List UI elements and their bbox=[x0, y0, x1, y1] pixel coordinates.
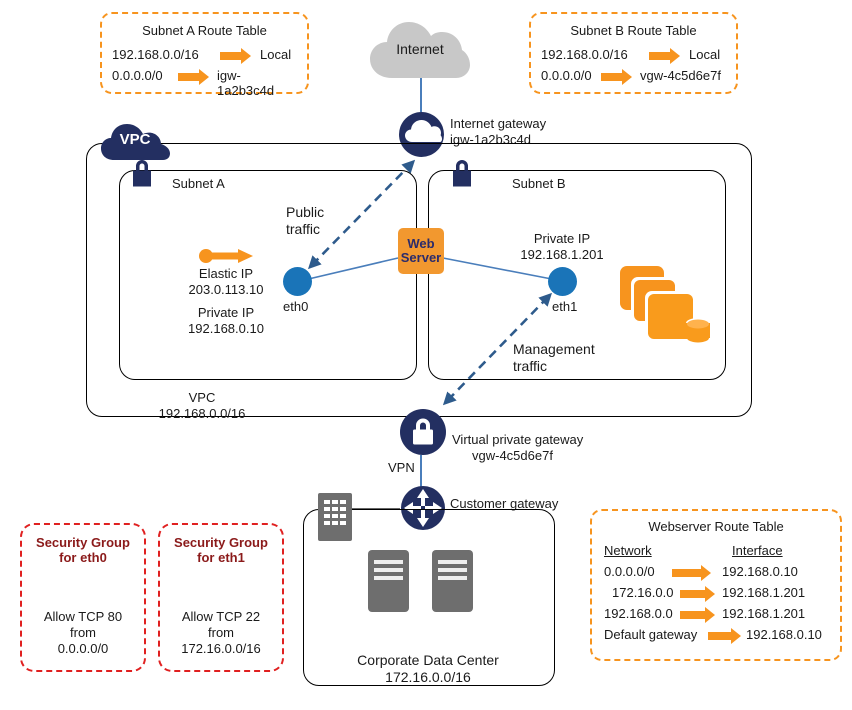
arrow-icon bbox=[680, 607, 715, 623]
vpn-gateway-label-line1: Virtual private gateway bbox=[452, 432, 584, 447]
data-center-label-line1: Corporate Data Center bbox=[357, 652, 499, 668]
data-center-label-line2: 172.16.0.0/16 bbox=[385, 669, 471, 685]
customer-gateway-label: Customer gateway bbox=[450, 496, 559, 511]
table-row: Default gateway 192.168.0.10 bbox=[604, 626, 828, 647]
route-network: 0.0.0.0/0 bbox=[112, 68, 163, 83]
vpn-gateway-label-line2: vgw-4c5d6e7f bbox=[472, 448, 553, 463]
subnet-b-private-ip-label: Private IP bbox=[533, 231, 591, 246]
table-row: 172.16.0.0 192.168.1.201 bbox=[604, 584, 828, 605]
data-center-container bbox=[303, 509, 555, 686]
public-traffic-label-line1: Public bbox=[286, 204, 325, 220]
virtual-private-gateway-icon bbox=[400, 409, 446, 455]
arrow-icon bbox=[178, 69, 209, 85]
subnet-b-container bbox=[428, 170, 726, 380]
elastic-ip-value: 203.0.113.10 bbox=[188, 282, 264, 297]
subnet-a-container bbox=[119, 170, 417, 380]
server-rack-right-icon bbox=[432, 550, 473, 612]
web-server-label-line2: Server bbox=[400, 250, 442, 265]
subnet-b-route-table-title: Subnet B Route Table bbox=[570, 23, 697, 38]
management-traffic-label-line2: traffic bbox=[513, 358, 547, 374]
route-target: 192.168.0.10 bbox=[746, 627, 822, 642]
table-row: 0.0.0.0/0 192.168.0.10 bbox=[604, 563, 828, 584]
route-target: 192.168.0.10 bbox=[722, 564, 798, 579]
security-group-eth0: Security Group for eth0 Allow TCP 80 fro… bbox=[20, 523, 146, 672]
column-header-interface: Interface bbox=[732, 543, 783, 558]
table-row: 192.168.0.0 192.168.1.201 bbox=[604, 605, 828, 626]
office-building-icon bbox=[318, 493, 352, 541]
subnet-a-route-table: Subnet A Route Table 192.168.0.0/16 Loca… bbox=[100, 12, 309, 98]
route-network: 192.168.0.0/16 bbox=[112, 47, 199, 62]
table-row: 192.168.0.0/16 Local bbox=[112, 46, 297, 67]
arrow-icon bbox=[680, 586, 715, 602]
route-network: 0.0.0.0/0 bbox=[604, 564, 655, 579]
internet-cloud: Internet bbox=[368, 18, 472, 80]
security-group-eth1-title-line2: for eth1 bbox=[197, 550, 245, 565]
webserver-route-table: Webserver Route Table Network Interface … bbox=[590, 509, 842, 661]
eth0-label: eth0 bbox=[283, 299, 309, 314]
vpn-label: VPN bbox=[388, 460, 415, 475]
table-row: 0.0.0.0/0 igw-1a2b3c4d bbox=[112, 67, 297, 98]
subnet-a-title: Subnet A bbox=[172, 176, 225, 191]
arrow-icon bbox=[708, 628, 741, 644]
route-network: 0.0.0.0/0 bbox=[541, 68, 592, 83]
arrow-icon bbox=[649, 48, 680, 64]
route-target: Local bbox=[689, 47, 721, 62]
vpc-label-line2: 192.168.0.0/16 bbox=[158, 406, 246, 421]
table-header-row: Network Interface bbox=[604, 542, 828, 563]
eth1-node[interactable] bbox=[548, 267, 577, 296]
server-rack-left-icon bbox=[368, 550, 409, 612]
security-group-eth0-body-line3: 0.0.0.0/0 bbox=[57, 641, 109, 656]
security-group-eth0-body-line2: from bbox=[70, 625, 96, 640]
ec2-instances-icon bbox=[620, 266, 712, 344]
security-group-eth0-body-line1: Allow TCP 80 bbox=[43, 609, 123, 624]
route-target: Local bbox=[260, 47, 292, 62]
webserver-route-table-title: Webserver Route Table bbox=[648, 519, 784, 534]
table-row: 0.0.0.0/0 vgw-4c5d6e7f bbox=[541, 67, 726, 88]
vpc-label-line1: VPC bbox=[188, 390, 216, 405]
route-target: 192.168.1.201 bbox=[722, 606, 806, 621]
route-network: Default gateway bbox=[604, 627, 698, 642]
eth1-label: eth1 bbox=[552, 299, 578, 314]
security-group-eth1-body-line1: Allow TCP 22 bbox=[181, 609, 261, 624]
management-traffic-label-line1: Management bbox=[513, 341, 595, 357]
security-group-eth1-body-line2: from bbox=[208, 625, 234, 640]
internet-gateway-icon bbox=[399, 112, 444, 157]
subnet-a-route-table-title: Subnet A Route Table bbox=[142, 23, 267, 38]
web-server-node[interactable]: Web Server bbox=[398, 228, 444, 274]
eth0-node[interactable] bbox=[283, 267, 312, 296]
arrow-icon bbox=[220, 48, 251, 64]
subnet-b-lock-icon bbox=[448, 157, 476, 189]
route-network: 172.16.0.0 bbox=[612, 585, 674, 600]
security-group-eth0-title-line2: for eth0 bbox=[59, 550, 107, 565]
vpc-badge-label: VPC bbox=[119, 131, 151, 148]
security-group-eth0-title-line1: Security Group bbox=[36, 535, 130, 550]
subnet-b-title: Subnet B bbox=[512, 176, 566, 191]
security-group-eth1-body-line3: 172.16.0.0/16 bbox=[181, 641, 261, 656]
web-server-label-line1: Web bbox=[407, 236, 435, 251]
elastic-ip-arrow-icon bbox=[198, 248, 254, 264]
route-network: 192.168.0.0/16 bbox=[541, 47, 628, 62]
route-target: 192.168.1.201 bbox=[722, 585, 806, 600]
route-target: igw-1a2b3c4d bbox=[217, 68, 275, 98]
subnet-b-private-ip-value: 192.168.1.201 bbox=[520, 247, 604, 262]
subnet-a-lock-icon bbox=[128, 157, 156, 189]
table-row: 192.168.0.0/16 Local bbox=[541, 46, 726, 67]
column-header-network: Network bbox=[604, 543, 652, 558]
vpc-badge-icon: VPC bbox=[100, 122, 172, 162]
security-group-eth1-title-line1: Security Group bbox=[174, 535, 268, 550]
subnet-a-private-ip-value: 192.168.0.10 bbox=[188, 321, 264, 336]
arrow-icon bbox=[601, 69, 632, 85]
subnet-a-private-ip-label: Private IP bbox=[197, 305, 255, 320]
internet-gateway-label-line1: Internet gateway bbox=[450, 116, 547, 131]
route-network: 192.168.0.0 bbox=[604, 606, 673, 621]
arrow-icon bbox=[672, 565, 711, 581]
internet-cloud-label: Internet bbox=[396, 41, 444, 57]
public-traffic-label-line2: traffic bbox=[286, 221, 320, 237]
subnet-b-route-table: Subnet B Route Table 192.168.0.0/16 Loca… bbox=[529, 12, 738, 94]
security-group-eth1: Security Group for eth1 Allow TCP 22 fro… bbox=[158, 523, 284, 672]
route-target: vgw-4c5d6e7f bbox=[640, 68, 721, 83]
customer-gateway-icon bbox=[401, 486, 445, 530]
elastic-ip-label: Elastic IP bbox=[198, 266, 254, 281]
